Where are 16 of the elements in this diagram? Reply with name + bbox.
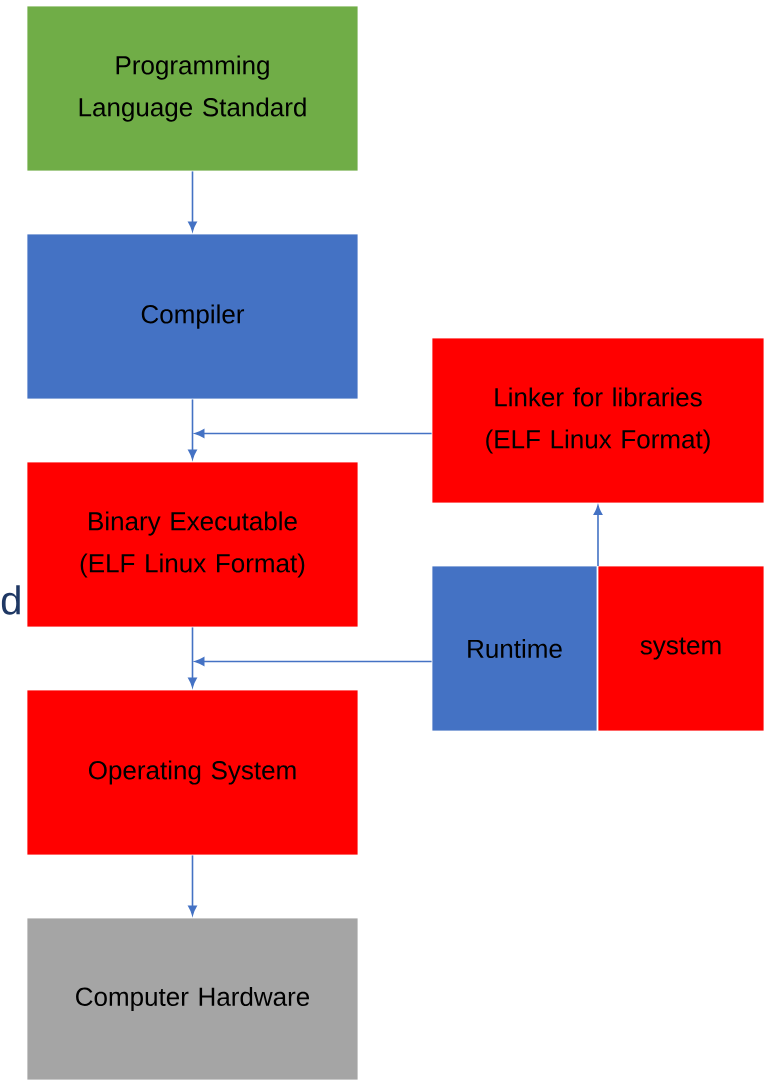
arrow	[194, 657, 433, 666]
process-box: Compiler	[26, 233, 359, 400]
process-box: Linker for libraries (ELF Linux Format)	[431, 337, 765, 504]
process-box: system	[597, 565, 765, 732]
arrow	[188, 626, 197, 688]
process-box: Computer Hardware	[26, 917, 359, 1080]
arrow	[194, 429, 433, 438]
background-text: d	[1, 585, 20, 615]
arrow	[188, 170, 197, 232]
process-box: Programming Language Standard	[26, 5, 359, 172]
arrow	[593, 505, 603, 567]
arrow	[188, 398, 197, 460]
process-box: Operating System	[26, 689, 359, 856]
process-box: Runtime	[431, 565, 598, 732]
process-box: Binary Executable (ELF Linux Format)	[26, 461, 359, 628]
arrow	[188, 854, 197, 916]
